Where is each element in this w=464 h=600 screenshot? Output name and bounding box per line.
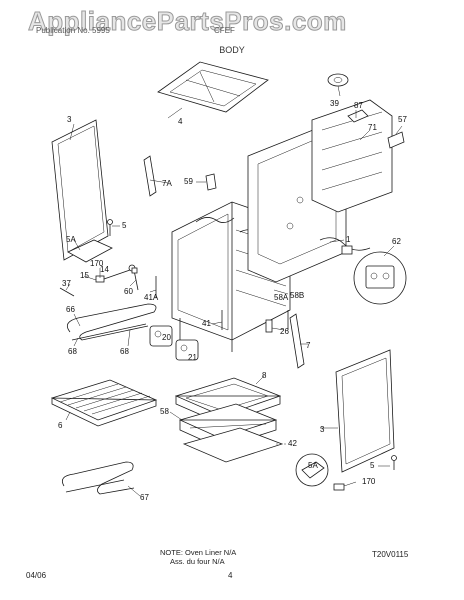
page-number: 4	[228, 571, 233, 580]
left-side-panel-part	[51, 119, 109, 261]
note-line-1: NOTE: Oven Liner N/A	[160, 548, 237, 557]
label-part-14: 14	[100, 265, 109, 274]
label-part-170-lower: 170	[362, 477, 376, 486]
label-part-170-upper: 170	[90, 259, 104, 268]
leader-lines	[65, 85, 403, 497]
part-39-fitting	[327, 73, 349, 87]
label-part-71: 71	[368, 123, 377, 132]
label-part-62: 62	[392, 237, 401, 246]
label-part-58a: 58A	[274, 293, 289, 302]
label-part-4: 4	[178, 117, 183, 126]
header-publication: Publication No. 5995	[36, 26, 110, 35]
label-part-5-lower: 5	[370, 461, 375, 470]
right-side-panel-part	[335, 349, 395, 473]
label-part-68-left: 68	[68, 347, 77, 356]
label-part-3-left: 3	[67, 115, 72, 124]
part-37-pin	[59, 287, 75, 297]
label-part-21: 21	[188, 353, 197, 362]
part-59-leg	[205, 173, 217, 191]
label-part-39: 39	[330, 99, 339, 108]
note-line-2: Ass. du four N/A	[170, 557, 225, 566]
label-part-8: 8	[262, 371, 267, 380]
label-part-66: 66	[66, 305, 75, 314]
label-part-7a: 7A	[162, 179, 172, 188]
part-57-plate	[387, 131, 405, 149]
label-part-58: 58	[160, 407, 169, 416]
part-1-wire	[319, 237, 371, 255]
label-part-5a-lower: 5A	[308, 461, 318, 470]
label-part-7: 7	[306, 341, 311, 350]
part-26-clip	[265, 319, 273, 333]
bake-element-part	[66, 303, 157, 341]
label-part-58b: 58B	[290, 291, 304, 300]
broil-element-part	[61, 461, 135, 495]
label-part-68-right: 68	[120, 347, 129, 356]
label-part-41a: 41A	[144, 293, 159, 302]
label-part-42: 42	[288, 439, 297, 448]
header-model: CFEF	[214, 26, 235, 35]
part-7-bracket	[289, 313, 305, 369]
top-panel-part	[157, 61, 269, 113]
label-part-87: 87	[354, 101, 363, 110]
note-text: NOTE: Oven Liner N/A Ass. du four N/A	[160, 548, 236, 566]
section-title: BODY	[219, 45, 245, 55]
part-7a-bracket	[143, 155, 157, 197]
rear-cover-part	[311, 99, 393, 213]
part-5-screw	[107, 219, 113, 236]
label-part-3-right: 3	[320, 425, 325, 434]
oven-rack-part	[50, 379, 158, 427]
label-part-60: 60	[124, 287, 133, 296]
label-part-15: 15	[80, 271, 89, 280]
label-part-57: 57	[398, 115, 407, 124]
label-part-67: 67	[140, 493, 149, 502]
label-part-59: 59	[184, 177, 193, 186]
print-date: 04/06	[26, 571, 47, 580]
label-part-5a-upper: 5A	[66, 235, 76, 244]
lower-part-5a	[295, 453, 329, 487]
drawer-part	[174, 377, 282, 425]
drawing-code: T20V0115	[372, 550, 409, 559]
part-87-bracket	[347, 109, 369, 123]
drawer-pan-part	[178, 403, 278, 449]
part-62-terminal-block	[353, 251, 407, 305]
label-part-41: 41	[202, 319, 211, 328]
label-part-37: 37	[62, 279, 71, 288]
lower-part-5-screw	[391, 455, 397, 470]
drawer-bottom-part	[182, 427, 288, 463]
label-part-5-upper: 5	[122, 221, 127, 230]
label-part-20: 20	[162, 333, 171, 342]
label-part-1: 1	[346, 235, 351, 244]
watermark-logo: AppliancePartsPros.com	[28, 6, 347, 37]
label-part-6: 6	[58, 421, 63, 430]
part-20-block	[149, 325, 173, 347]
part-5a-bracket	[67, 239, 113, 263]
label-part-26: 26	[280, 327, 289, 336]
lower-part-170-clip	[333, 483, 345, 491]
part-21-block	[175, 339, 199, 361]
part-labels: 3 4 59 7A 39 87 71 57 5 5A 170 14 15 37 …	[58, 99, 407, 502]
